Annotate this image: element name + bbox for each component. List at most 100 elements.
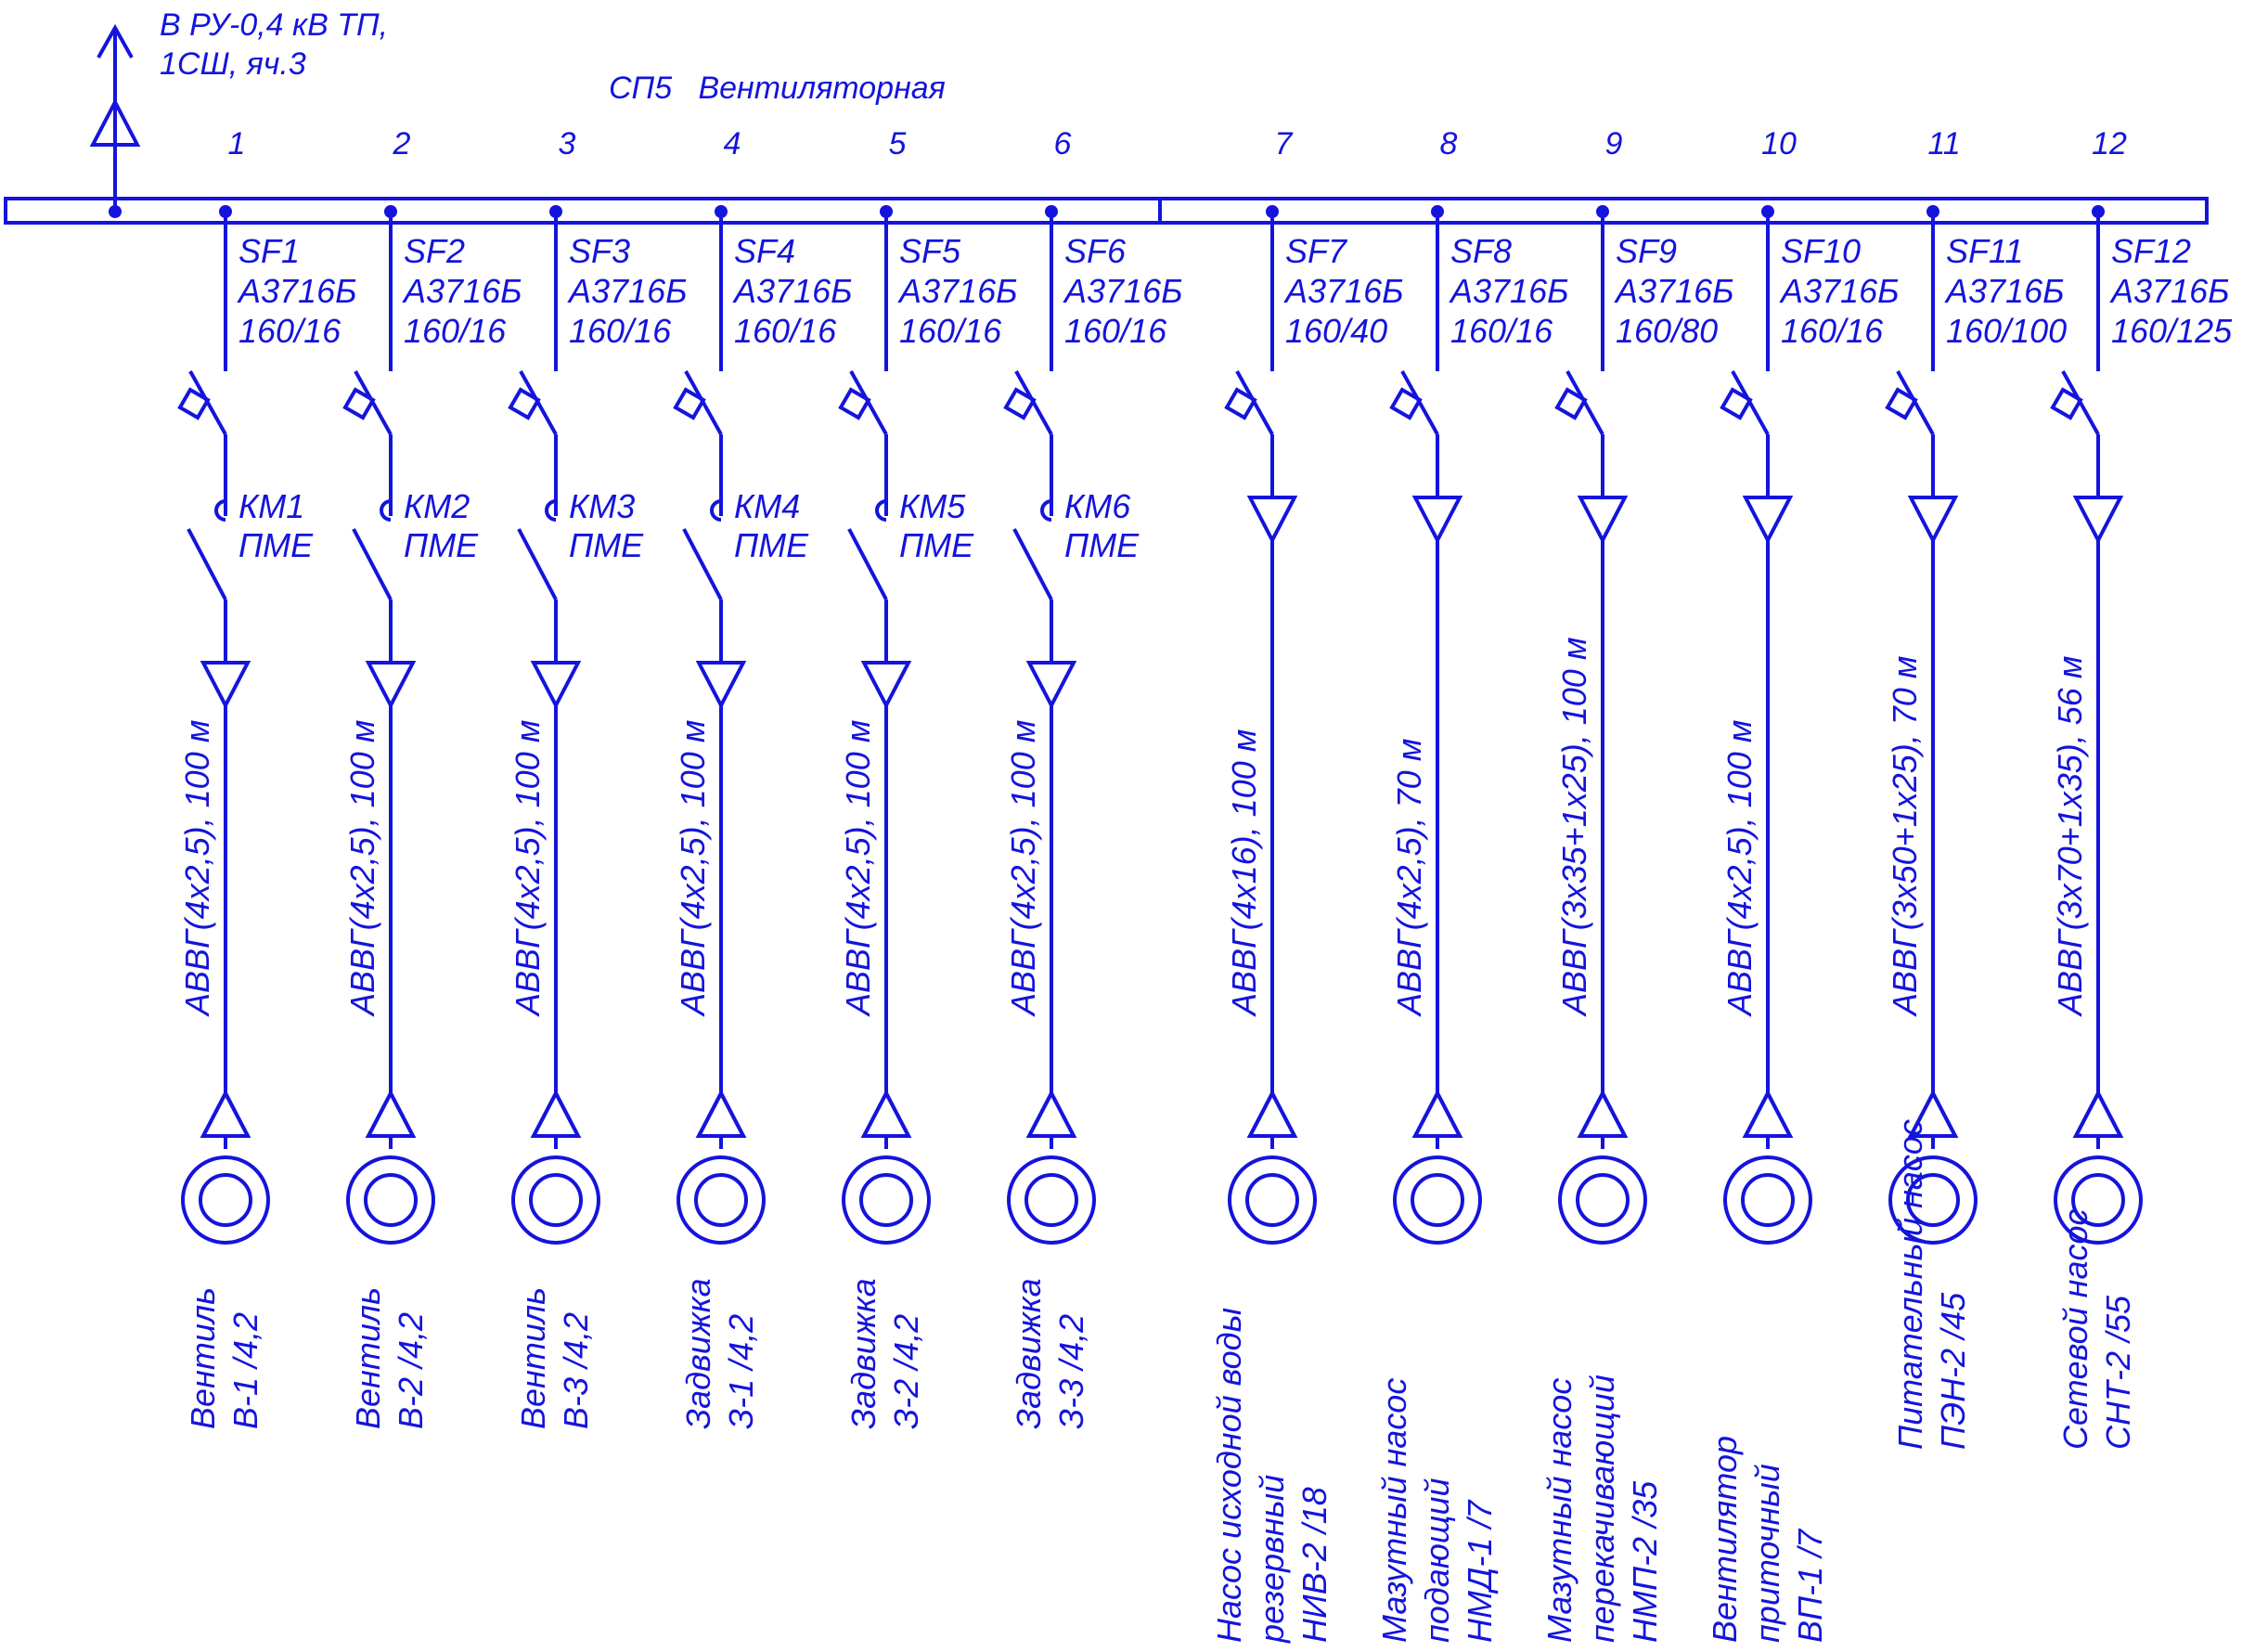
breaker-label: SF4: [734, 232, 795, 270]
load-label-line: В-1 /4,2: [226, 1312, 264, 1429]
breaker-rating: 160/16: [899, 312, 1002, 350]
load-label-line: Мазутный насос: [1375, 1378, 1413, 1643]
triangle-icon: [1742, 1089, 1794, 1138]
breaker-type: А3716Б: [1063, 272, 1183, 310]
motor-inner: [1741, 1173, 1795, 1227]
feeder-number: 2: [393, 126, 411, 161]
triangle-icon: [860, 661, 912, 710]
busbar: [4, 197, 2209, 225]
breaker-rating: 160/80: [1616, 312, 1718, 350]
triangle-icon: [1411, 496, 1463, 545]
load-label-line: Вентилятор: [1706, 1436, 1744, 1643]
triangle-icon: [200, 661, 251, 710]
contactor-blade: [187, 528, 227, 600]
load-label-line: Задвижка: [679, 1278, 717, 1429]
motor-inner: [694, 1173, 748, 1227]
load-label-line: З-3 /4,2: [1052, 1314, 1090, 1429]
motor-outer: [1888, 1155, 1978, 1245]
motor-icon: [1723, 1155, 1812, 1245]
triangle-icon: [2072, 1089, 2124, 1138]
motor-inner: [1024, 1173, 1078, 1227]
triangle-icon: [365, 1089, 417, 1138]
breaker-type: А3716Б: [1944, 272, 2065, 310]
contactor-arc: [875, 499, 887, 522]
breaker-icon: [1003, 370, 1053, 464]
contactor-icon: [847, 499, 888, 600]
load-label-line: В-3 /4,2: [557, 1312, 595, 1429]
load-label-line: З-1 /4,2: [722, 1314, 760, 1429]
breaker-type: А3716Б: [1449, 272, 1569, 310]
contactor-arc: [710, 499, 722, 522]
breaker-rating: 160/16: [1450, 312, 1553, 350]
contactor-type: ПМЕ: [734, 526, 809, 564]
breaker-type: А3716Б: [567, 272, 688, 310]
panel-title: СП5 Вентиляторная: [609, 71, 946, 106]
load-label-line: Питательный насос: [1891, 1119, 1929, 1450]
breaker-type: А3716Б: [1779, 272, 1900, 310]
contactor-label: КМ2: [404, 487, 470, 525]
motor-inner: [1576, 1173, 1630, 1227]
load-label-line: НМД-1 /7: [1461, 1499, 1499, 1643]
triangle-icon: [365, 661, 417, 710]
load-label-line: Мазутный насос: [1540, 1378, 1578, 1643]
breaker-label: SF1: [238, 232, 300, 270]
triangle-icon: [2072, 496, 2124, 545]
breaker-icon: [177, 370, 227, 464]
contactor-icon: [352, 499, 393, 600]
triangle-icon: [1577, 1089, 1629, 1138]
load-label-line: Насос исходной воды: [1210, 1308, 1248, 1643]
motor-inner: [1906, 1173, 1960, 1227]
motor-inner: [1411, 1173, 1464, 1227]
triangle-icon: [530, 1089, 582, 1138]
breaker-icon: [342, 370, 393, 464]
breaker-label: SF10: [1781, 232, 1861, 270]
triangle-icon: [1025, 661, 1077, 710]
breaker-label: SF3: [569, 232, 630, 270]
contactor-blade: [517, 528, 558, 600]
contactor-arc: [545, 499, 557, 522]
load-label-line: Сетевой насос: [2056, 1208, 2094, 1450]
triangle-icon: [1742, 1089, 1794, 1138]
triangle-icon: [365, 1089, 417, 1138]
feeder-number: 5: [889, 126, 907, 161]
breaker-label: SF2: [404, 232, 465, 270]
cable-label: АВВГ(4х2,5), 100 м: [343, 720, 381, 1017]
breaker-label: SF5: [899, 232, 961, 270]
feeder-number: 9: [1605, 126, 1623, 161]
motor-icon: [842, 1155, 931, 1245]
cable-label: АВВГ(4х2,5), 100 м: [674, 720, 712, 1017]
breaker-label: SF11: [1946, 232, 2023, 270]
breaker-trip-box: [2050, 387, 2083, 420]
triangle-icon: [530, 661, 582, 710]
motor-inner: [1245, 1173, 1299, 1227]
load-label-line: подающий: [1418, 1478, 1456, 1643]
feeder-number: 7: [1275, 126, 1294, 161]
breaker-rating: 160/16: [1781, 312, 1884, 350]
feeder-number: 12: [2092, 126, 2127, 161]
triangle-icon: [1246, 1089, 1298, 1138]
cable-label: АВВГ(4х2,5), 100 м: [839, 720, 877, 1017]
triangle-icon: [1246, 496, 1298, 545]
motor-outer: [181, 1155, 270, 1245]
cable-label: АВВГ(4х2,5), 70 м: [1390, 739, 1428, 1017]
load-label-line: Задвижка: [1010, 1278, 1048, 1429]
triangle-icon: [1577, 496, 1629, 545]
breaker-icon: [1554, 370, 1604, 464]
motor-icon: [1228, 1155, 1317, 1245]
breaker-rating: 160/16: [734, 312, 837, 350]
cable-label: АВВГ(3х70+1х35), 56 м: [2051, 656, 2089, 1017]
contactor-label: КМ4: [734, 487, 800, 525]
breaker-icon: [1389, 370, 1439, 464]
triangle-icon: [1742, 496, 1794, 545]
motor-outer: [676, 1155, 766, 1245]
load-label-line: ВП-1 /7: [1791, 1528, 1829, 1643]
contactor-arc: [214, 499, 226, 522]
motor-icon: [1888, 1155, 1978, 1245]
